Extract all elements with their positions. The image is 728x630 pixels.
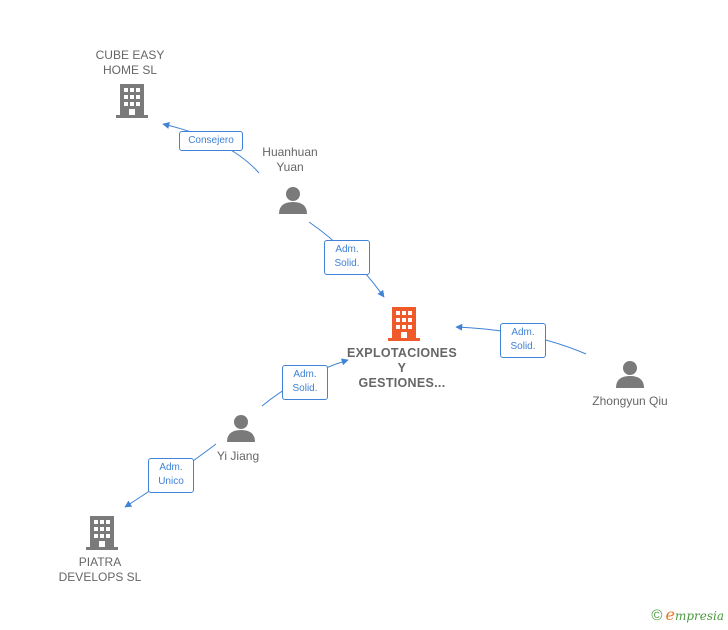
edge-label-adm-unico: Adm. Unico [148,458,194,493]
edge-label-adm-solid: Adm. Solid. [282,365,328,400]
node-label-piatra-develops[interactable]: PIATRA DEVELOPS SL [58,555,142,584]
person-icon [616,361,644,388]
building-icon [116,84,148,118]
brand-name: mpresia [674,609,724,623]
main-company-building-icon [388,307,420,341]
person-icon [279,187,307,214]
node-label-zhongyun-qiu[interactable]: Zhongyun Qiu [592,394,668,408]
node-label-cube-easy-home[interactable]: CUBE EASY HOME SL [95,48,165,77]
edge-label-adm-solid: Adm. Solid. [500,323,546,358]
edge-label-adm-solid: Adm. Solid. [324,240,370,275]
node-label-main-company[interactable]: EXPLOTACIONES Y GESTIONES... [347,346,457,390]
edge-label-consejero: Consejero [179,131,243,151]
building-icon [86,516,118,550]
copyright-symbol: © [651,607,663,624]
empresia-brand: ©empresia [651,605,724,624]
person-icon [227,415,255,442]
node-label-yi-jiang[interactable]: Yi Jiang [216,449,260,463]
brand-logo-e: e [665,605,675,624]
node-label-huanhuan-yuan[interactable]: Huanhuan Yuan [262,145,318,174]
